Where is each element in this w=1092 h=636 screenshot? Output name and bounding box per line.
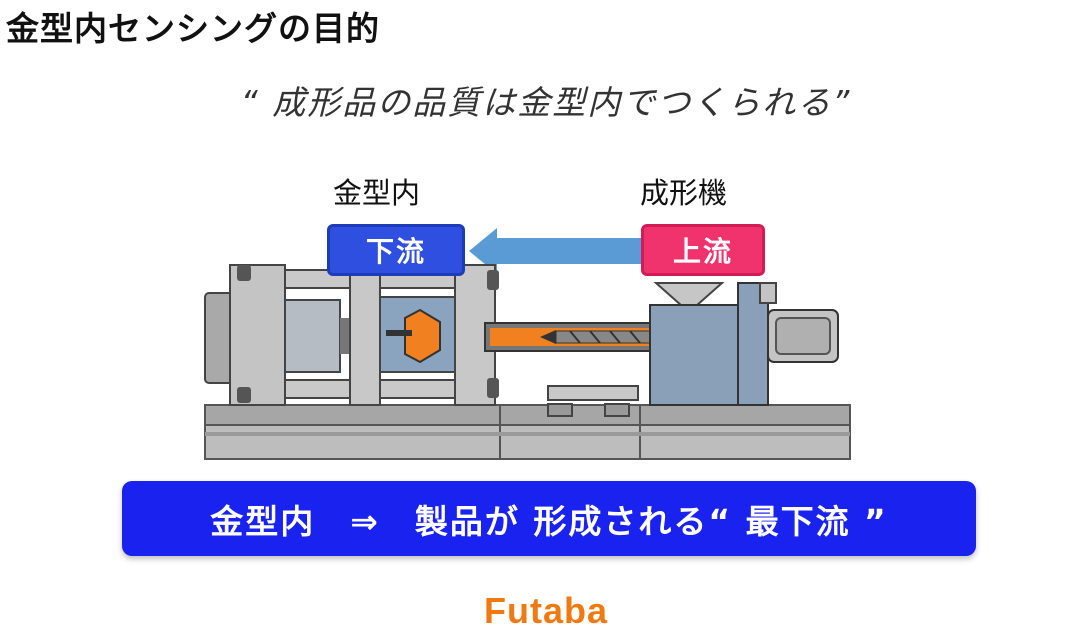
- machine-base: [204, 404, 851, 460]
- machine-label: 成形機: [640, 176, 728, 210]
- upstream-badge: 上流: [641, 224, 765, 276]
- injection-unit: [484, 282, 839, 417]
- mold-label: 金型内: [333, 176, 421, 210]
- downstream-badge: 下流: [327, 224, 465, 276]
- futaba-logo: Futaba: [483, 590, 608, 631]
- left-arrow-icon: [469, 228, 643, 274]
- conclusion-banner: 金型内 ⇒ 製品が 形成される“ 最下流 ”: [122, 481, 976, 556]
- slide-title: 金型内センシングの目的: [6, 9, 380, 48]
- clamp-unit: [204, 264, 499, 406]
- slide-quote: “ 成形品の品質は金型内でつくられる”: [240, 83, 852, 122]
